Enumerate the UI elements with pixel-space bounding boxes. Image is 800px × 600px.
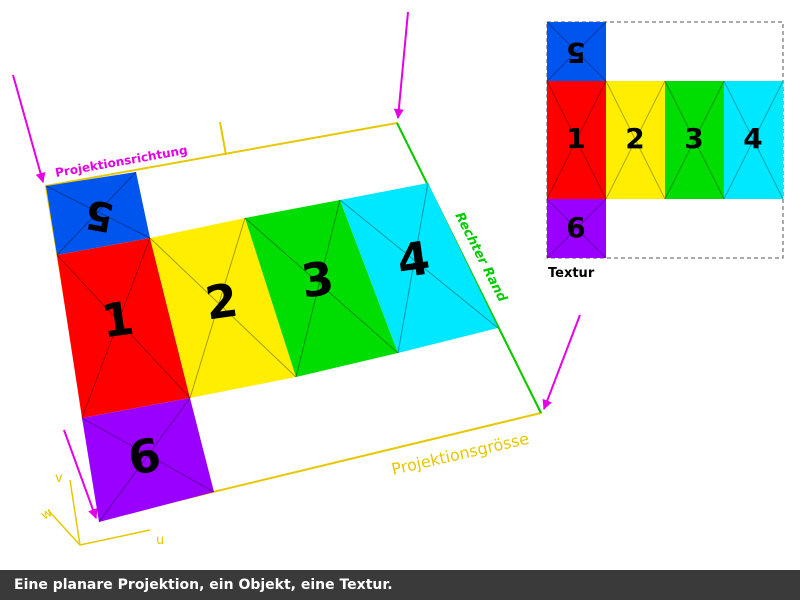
axis-w-label: w xyxy=(39,505,56,523)
texture-face-4 xyxy=(724,81,783,199)
projection-arrow-bottom-right xyxy=(542,314,581,410)
texture-face-5-number: 5 xyxy=(566,36,585,69)
uvw-axes xyxy=(47,479,151,546)
projected-face-3-number: 3 xyxy=(298,251,337,309)
projected-face-3 xyxy=(245,200,398,377)
projected-face-diagonals xyxy=(45,171,499,523)
projection-size-label: Projektionsgrösse xyxy=(390,429,531,479)
caption-bar: Eine planare Projektion, ein Objekt, ein… xyxy=(0,570,800,600)
texture-label: Textur xyxy=(548,266,595,281)
projected-face-1 xyxy=(57,238,190,418)
texture-face-3-number: 3 xyxy=(684,122,703,155)
projection-arrows xyxy=(12,11,581,519)
projected-face-1-number: 1 xyxy=(98,291,137,349)
texture-face-2 xyxy=(606,81,665,199)
projection-arrow-top-left xyxy=(12,74,46,183)
projected-face-4 xyxy=(340,183,498,353)
caption-text: Eine planare Projektion, ein Objekt, ein… xyxy=(14,577,393,593)
projected-face-4-number: 4 xyxy=(394,231,433,289)
texture-face-diagonals xyxy=(546,21,784,259)
texture-face-1 xyxy=(547,81,606,199)
axis-v-label: v xyxy=(55,471,63,486)
axis-u-label: u xyxy=(156,533,164,548)
projection-arrow-bottom-left xyxy=(63,429,98,519)
texture-face-5 xyxy=(547,22,606,81)
diagram-canvas: 5 1 2 3 4 6 Projektionsrichtung Rechter … xyxy=(12,11,784,548)
texture-face-6 xyxy=(547,199,606,258)
top-edge-tick xyxy=(219,121,227,156)
projection-arrow-top-right xyxy=(393,11,409,119)
diagram-svg: 5 1 2 3 4 6 Projektionsrichtung Rechter … xyxy=(12,11,784,548)
projected-face-2 xyxy=(150,218,296,398)
texture-faces xyxy=(547,22,783,258)
texture-face-2-number: 2 xyxy=(625,122,644,155)
projected-faces xyxy=(46,172,498,522)
texture-face-6-number: 6 xyxy=(566,211,585,244)
texture-face-1-number: 1 xyxy=(566,122,585,155)
projected-face-2-number: 2 xyxy=(202,273,241,331)
projected-face-5 xyxy=(46,172,150,255)
projected-face-6 xyxy=(82,398,214,522)
texture-face-3 xyxy=(665,81,724,199)
texture-face-4-number: 4 xyxy=(743,122,762,155)
